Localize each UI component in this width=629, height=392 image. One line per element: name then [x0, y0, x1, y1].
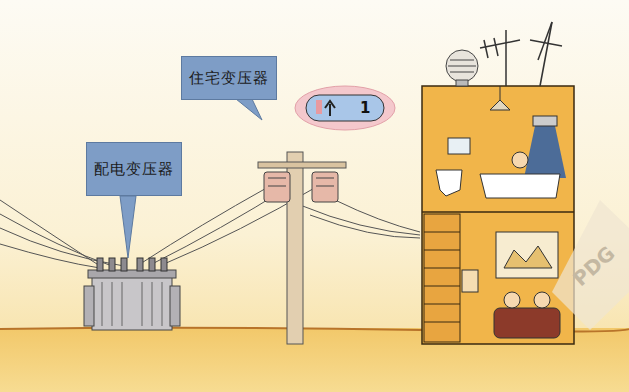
- callout-bubble: 住宅变压器: [181, 56, 277, 100]
- callout-tail: [120, 196, 136, 258]
- house: [422, 22, 574, 344]
- callout-bubble: 配电变压器: [86, 142, 182, 196]
- power-lines: [0, 186, 420, 268]
- callout-number: 1: [360, 99, 370, 117]
- utility-pole: [258, 152, 346, 344]
- callout-text: 配电变压器: [94, 160, 174, 179]
- meter-bubble: [295, 86, 395, 130]
- callout-text: 住宅变压器: [189, 69, 269, 88]
- distribution-transformer: [84, 258, 180, 330]
- watermark-shape: [552, 200, 629, 330]
- callout-tail: [236, 99, 262, 120]
